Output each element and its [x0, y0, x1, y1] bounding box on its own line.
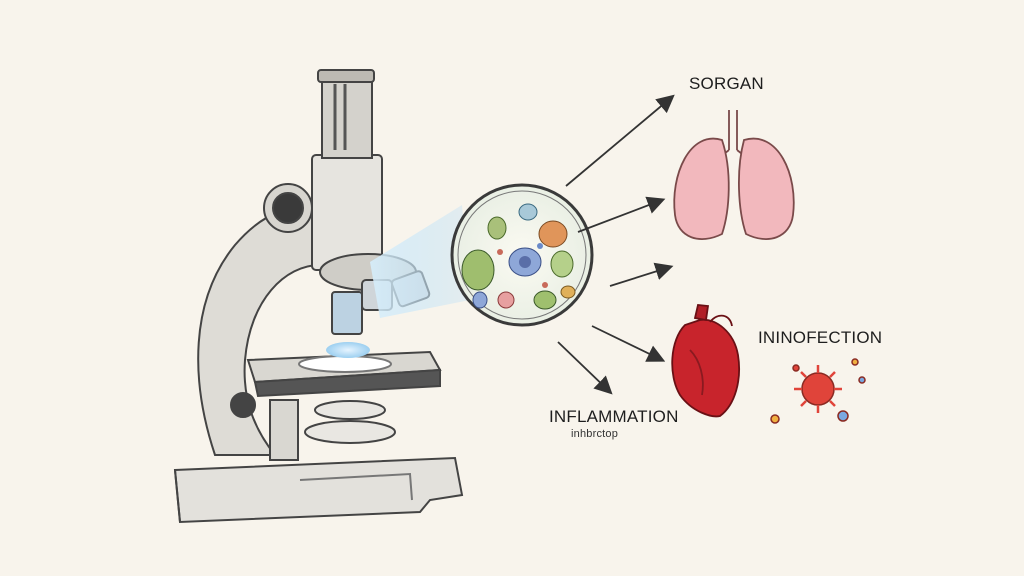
- arrow-to-inflammation: [557, 341, 613, 395]
- virus-icon: [770, 358, 866, 424]
- light-beam: [370, 205, 470, 318]
- heart-icon: [671, 304, 740, 418]
- arrows: [557, 94, 675, 395]
- inflammation-sublabel: inhbrctop: [571, 428, 619, 440]
- infection-label: ININOFECTION: [758, 328, 883, 347]
- cell-sample-icon: [450, 183, 594, 327]
- arrow-to-lungs: [577, 196, 666, 233]
- microscope-icon: [173, 69, 464, 524]
- lungs-icon: [673, 110, 795, 240]
- arrow-to-lungs-lower: [609, 262, 674, 287]
- arrow-to-heart: [591, 325, 666, 362]
- arrow-to-organ: [565, 94, 675, 187]
- organ-label: SORGAN: [689, 74, 764, 93]
- inflammation-label: INFLAMMATION: [549, 407, 679, 426]
